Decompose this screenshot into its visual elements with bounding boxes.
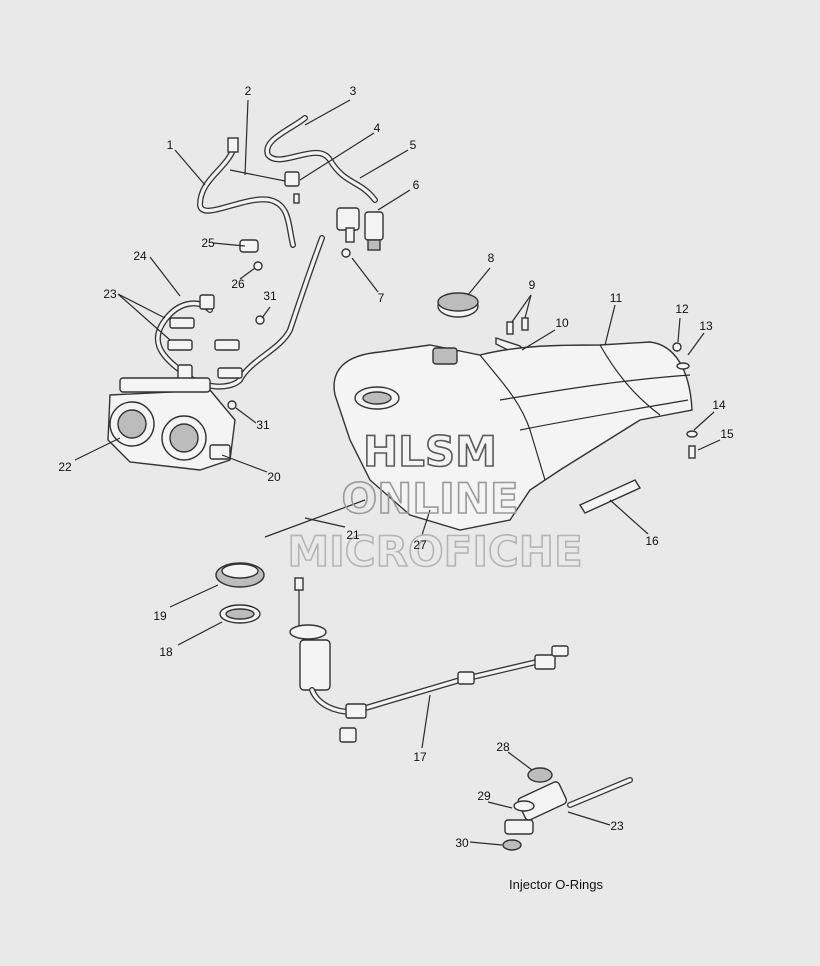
lock-ring-19: [215, 562, 265, 588]
watermark-line-3: MICROFICHE: [287, 527, 582, 576]
callout-26: 26: [231, 277, 245, 291]
throttle-body-22: [107, 377, 237, 471]
callout-25: 25: [201, 236, 215, 250]
callout-31-lower: 31: [256, 418, 270, 432]
callout-6: 6: [413, 178, 420, 192]
hose-1: [196, 137, 296, 248]
washer-14: [686, 430, 698, 438]
pad-16: [578, 479, 642, 514]
hose-5: [264, 115, 378, 203]
nut-12: [672, 342, 682, 352]
callout-3: 3: [350, 84, 357, 98]
screw-9a: [506, 321, 514, 335]
callout-19: 19: [153, 609, 167, 623]
fuel-filter-6: [336, 207, 384, 251]
callout-15: 15: [720, 427, 734, 441]
fuel-pump-harness-17: [289, 577, 569, 743]
clip-4-pin: [293, 193, 300, 204]
watermark: HLSM ONLINE MICROFICHE: [287, 426, 584, 577]
callout-1: 1: [167, 138, 174, 152]
callout-8: 8: [488, 251, 495, 265]
callout-14: 14: [712, 398, 726, 412]
callout-28: 28: [496, 740, 510, 754]
injector-detail: [502, 767, 633, 851]
callout-11: 11: [610, 291, 623, 305]
watermark-line-2: ONLINE: [341, 474, 518, 523]
seal-18-inner: [225, 608, 255, 620]
fuel-rail-hose-24: [154, 235, 325, 390]
callout-27: 27: [413, 538, 427, 552]
clip-4: [284, 171, 300, 187]
callout-17: 17: [413, 750, 427, 764]
hose-1-fitting: [227, 137, 239, 153]
screw-7: [341, 248, 351, 258]
fuel-cap-8: [437, 292, 479, 318]
tie-strap-2: [229, 169, 291, 183]
watermark-line-1: HLSM: [363, 427, 497, 476]
callout-30: 30: [455, 836, 469, 850]
callout-22: 22: [58, 460, 72, 474]
callout-16: 16: [645, 534, 659, 548]
callout-31-upper: 31: [263, 289, 277, 303]
callout-2: 2: [245, 84, 252, 98]
o-ring-28: [527, 767, 553, 783]
callout-10: 10: [555, 316, 569, 330]
callout-23-lower: 23: [610, 819, 624, 833]
caption-injector-o-rings: Injector O-Rings: [509, 877, 603, 892]
washer-13: [676, 362, 690, 370]
callout-7: 7: [378, 291, 385, 305]
o-ring-29: [513, 800, 535, 812]
leader-lines: [74, 99, 721, 846]
callout-29: 29: [477, 789, 491, 803]
bolt-15: [688, 445, 696, 459]
screw-9b: [521, 317, 529, 331]
callout-20: 20: [267, 470, 281, 484]
callout-23-upper: 23: [103, 287, 117, 301]
o-ring-30: [502, 839, 522, 851]
callout-12: 12: [675, 302, 689, 316]
callout-21: 21: [346, 528, 360, 542]
callout-24: 24: [133, 249, 147, 263]
screw-26: [253, 261, 263, 271]
callout-18: 18: [159, 645, 173, 659]
callout-5: 5: [410, 138, 417, 152]
callout-9: 9: [529, 278, 536, 292]
callout-4: 4: [374, 121, 381, 135]
fuel-tank-11: [333, 341, 693, 531]
callouts: 1 2 3 4 5 6 7 8 9 10 11 12 13 14 15 16 1…: [58, 84, 734, 850]
injector-group-23: [167, 294, 243, 384]
callout-13: 13: [699, 319, 713, 333]
vent-line-21: [264, 499, 366, 538]
